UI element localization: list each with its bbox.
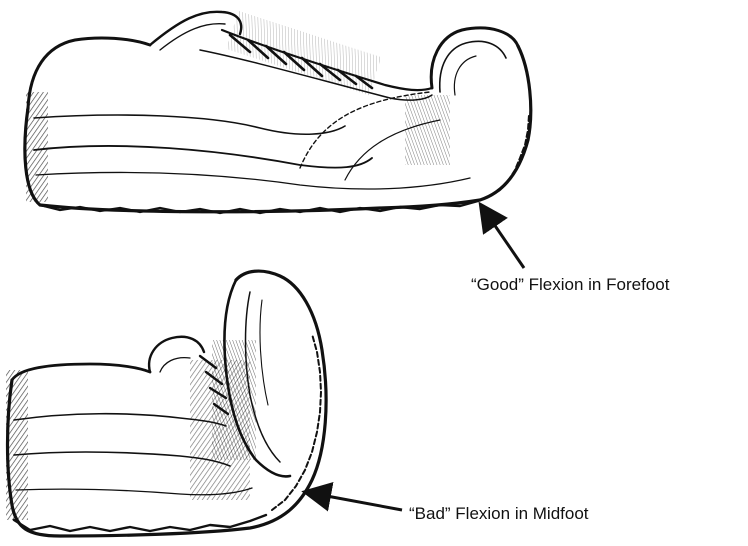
shoe-forefoot-flexion-drawing <box>25 11 531 213</box>
shoe-midfoot-flexion-drawing <box>6 271 326 536</box>
good-flexion-arrow <box>487 214 524 268</box>
good-flexion-label: “Good” Flexion in Forefoot <box>471 276 669 293</box>
bottom-shoe-sole-tread <box>14 515 266 531</box>
bad-flexion-label: “Bad” Flexion in Midfoot <box>409 505 589 522</box>
top-shoe-toe-cap <box>431 28 518 88</box>
top-shoe-outsole <box>25 46 531 212</box>
bad-flexion-arrow <box>316 494 402 510</box>
bottom-shoe-outsole <box>8 271 327 536</box>
